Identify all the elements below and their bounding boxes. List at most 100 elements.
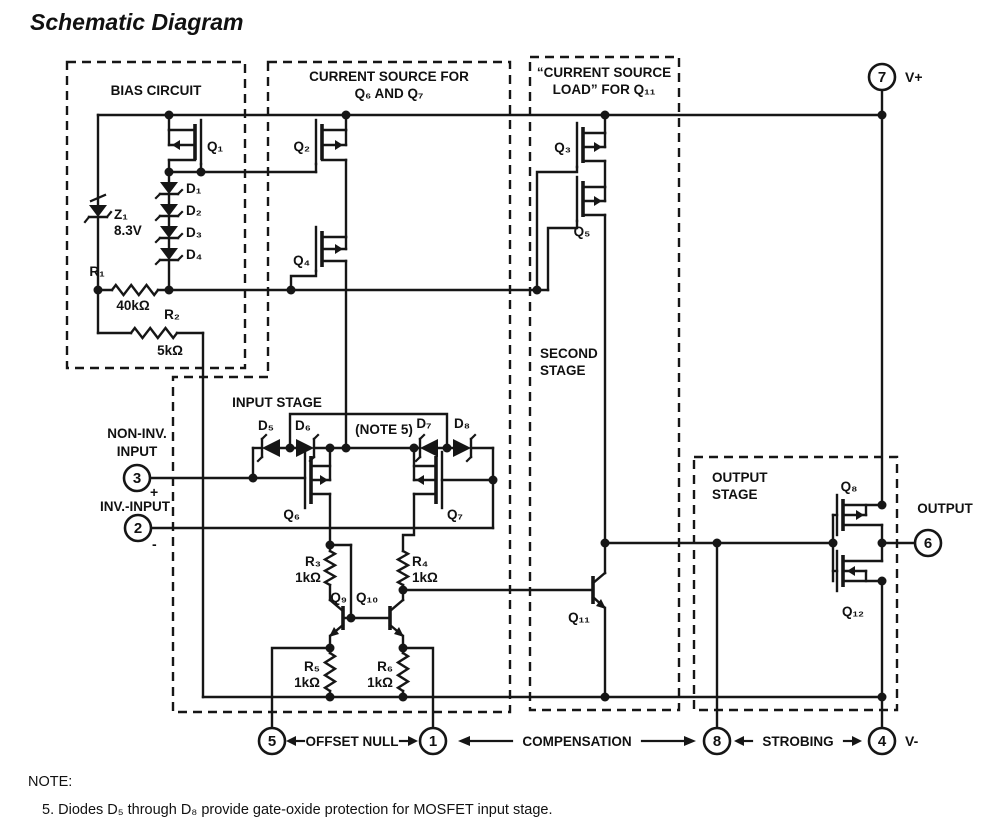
wires: [96, 88, 917, 730]
second-stage-title-2: STAGE: [540, 363, 586, 378]
resistors: [110, 283, 411, 693]
pin-5: 5: [257, 726, 287, 756]
label-d4: D₄: [186, 247, 202, 262]
label-r2-ref: R₂: [164, 307, 180, 322]
page-title: Schematic Diagram: [30, 9, 243, 35]
non-inv-input-label-2: INPUT: [117, 444, 158, 459]
diode-d6-symbol: [296, 433, 320, 463]
diodes: [83, 113, 477, 463]
label-r2-value: 5kΩ: [157, 343, 183, 358]
label-note5-inline: (NOTE 5): [355, 422, 413, 437]
mosfet-q6-symbol: [303, 450, 332, 510]
label-r3-value: 1kΩ: [295, 570, 321, 585]
pin-4-number: 4: [878, 733, 887, 750]
resistor-r4: [395, 549, 411, 587]
mosfet-q8-symbol: [831, 493, 884, 537]
label-q8: Q₈: [841, 479, 858, 494]
pin-8-number: 8: [713, 733, 721, 750]
label-z1-value: 8.3V: [114, 223, 142, 238]
diode-d3-symbol: [154, 214, 184, 244]
second-stage-title-1: SECOND: [540, 346, 598, 361]
output-stage-box: [692, 455, 899, 712]
output-stage-title-2: STAGE: [712, 487, 758, 502]
strobing-label: STROBING: [762, 734, 833, 749]
mosfet-q7-symbol: [412, 450, 444, 510]
compensation-left-arrow-icon: [458, 736, 470, 746]
label-d7: D₇: [416, 416, 431, 431]
current-source-and-input-stage-box: [171, 60, 512, 714]
current-source-title-2: Q₆ AND Q₇: [355, 86, 424, 101]
label-d6: D₆: [295, 418, 311, 433]
pin-2: 2 -: [123, 513, 157, 552]
label-q10: Q₁₀: [356, 590, 378, 605]
labels: BIAS CIRCUIT CURRENT SOURCE FOR Q₆ AND Q…: [89, 65, 973, 690]
bjt-q9-symbol: [328, 598, 345, 637]
diode-d5-symbol: [256, 433, 280, 463]
label-r5-value: 1kΩ: [294, 675, 320, 690]
pin-1: 1: [418, 726, 448, 756]
input-stage-title: INPUT STAGE: [232, 395, 322, 410]
label-q12: Q₁₂: [842, 604, 864, 619]
resistor-r3: [322, 549, 338, 587]
pin-2-number: 2: [134, 520, 142, 537]
label-q3: Q₃: [554, 140, 571, 155]
mosfet-q4-symbol: [314, 225, 348, 273]
label-r1-value: 40kΩ: [116, 298, 150, 313]
label-d2: D₂: [186, 203, 202, 218]
inv-input-label: INV.-INPUT: [100, 499, 171, 514]
mosfet-q3-symbol: [575, 121, 607, 169]
output-label: OUTPUT: [917, 501, 973, 516]
compensation-right-arrow-icon: [684, 736, 696, 746]
junction-dots: [93, 110, 887, 702]
pin-3: 3 +: [122, 463, 158, 500]
label-q6: Q₆: [283, 507, 300, 522]
output-stage-title-1: OUTPUT: [712, 470, 768, 485]
diode-d4-symbol: [154, 236, 184, 292]
label-r1-ref: R₁: [89, 264, 105, 279]
diode-d8-symbol: [453, 433, 477, 463]
offset-null-label: OFFSET NULL: [306, 734, 399, 749]
label-q7: Q₇: [447, 507, 463, 522]
mosfet-q2-symbol: [314, 118, 348, 166]
label-r5-ref: R₅: [304, 659, 320, 674]
pin-8: 8: [702, 726, 732, 756]
diode-d7-symbol: [414, 433, 438, 463]
mosfet-q5-symbol: [575, 175, 607, 223]
bjt-q10-symbol: [388, 598, 405, 637]
current-source-title-1: CURRENT SOURCE FOR: [309, 69, 469, 84]
vplus-label: V+: [905, 69, 923, 85]
bjt-q11-symbol: [591, 571, 607, 609]
pin-6: 6: [913, 528, 943, 558]
vminus-label: V-: [905, 733, 919, 749]
label-r6-value: 1kΩ: [367, 675, 393, 690]
stage-boxes: [65, 55, 899, 714]
label-r4-value: 1kΩ: [412, 570, 438, 585]
label-r4-ref: R₄: [412, 554, 428, 569]
label-r3-ref: R₃: [305, 554, 321, 569]
pin-4: 4 V-: [867, 726, 919, 756]
compensation-label: COMPENSATION: [522, 734, 631, 749]
label-q11: Q₁₁: [568, 610, 590, 625]
pin-3-number: 3: [133, 470, 141, 487]
pin-7-number: 7: [878, 69, 886, 86]
mosfet-q1-symbol: [167, 118, 203, 166]
label-r6-ref: R₆: [377, 659, 393, 674]
strobing-left-arrow-icon: [734, 736, 744, 746]
zener-z1-symbol: [83, 113, 113, 292]
pin-7: 7 V+: [867, 62, 923, 92]
mosfet-q12-symbol: [831, 549, 884, 593]
resistor-r6: [395, 651, 411, 693]
mosfets: [167, 118, 884, 593]
plus-sign: +: [150, 484, 158, 500]
label-z1-ref: Z₁: [114, 207, 128, 222]
note-heading: NOTE:: [28, 774, 72, 790]
package-pins: 7 V+ 3 + 2 - 6 5 1 8: [122, 62, 943, 756]
label-q9: Q₉: [330, 590, 347, 605]
label-d8: D₈: [454, 416, 470, 431]
load-and-second-stage-box: [528, 55, 681, 712]
label-q5: Q₅: [574, 224, 591, 239]
label-d5: D₅: [258, 418, 274, 433]
label-q2: Q₂: [294, 139, 311, 154]
bipolars: [328, 571, 607, 637]
